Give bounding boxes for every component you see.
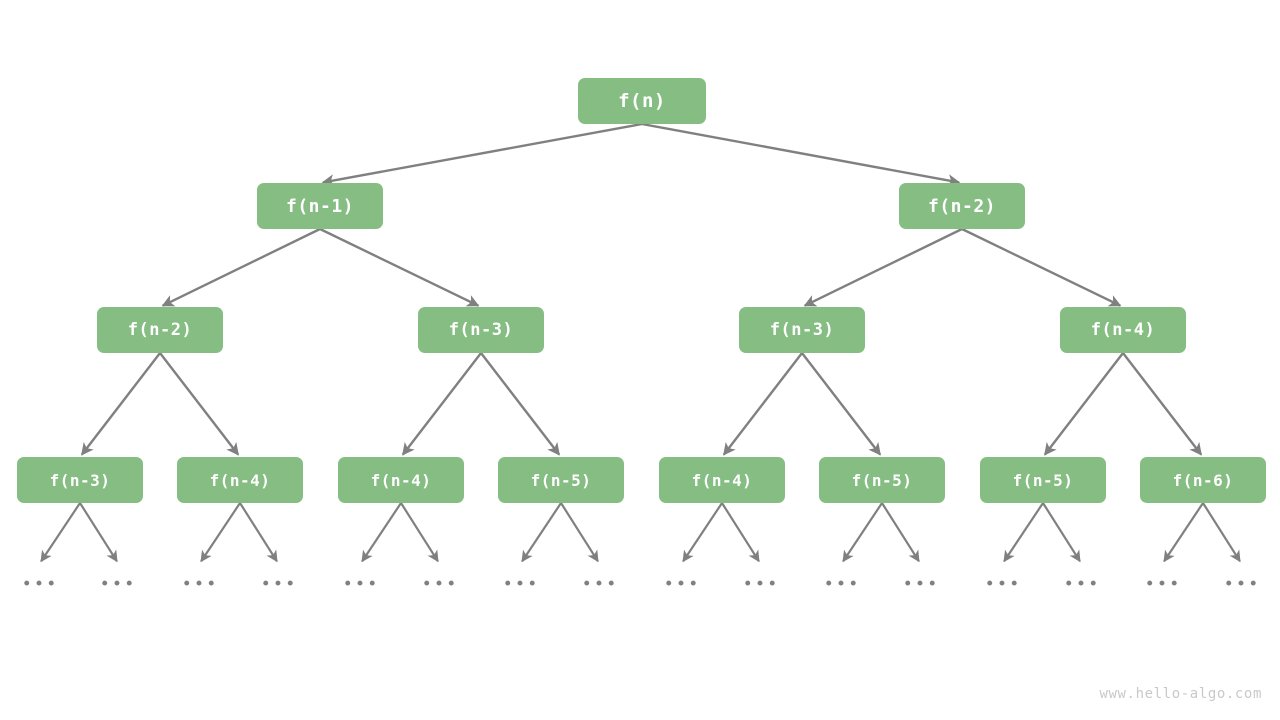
tree-node-n9: f(n-4)	[338, 457, 464, 503]
tree-stub-edge-n7-1	[79, 502, 118, 563]
tree-stub-edge-n14-14	[1163, 502, 1204, 563]
tree-stub-edge-n13-12	[1003, 502, 1044, 563]
tree-node-label: f(n)	[618, 90, 666, 112]
ellipsis-label: •••	[21, 574, 59, 595]
tree-edge-n5-to-n12	[801, 352, 882, 456]
ellipsis-label: •••	[421, 574, 459, 595]
tree-node-label: f(n-5)	[1012, 470, 1074, 490]
tree-edge-n0-to-n2	[641, 122, 961, 187]
tree-edge-n2-to-n5	[803, 227, 963, 307]
tree-node-n14: f(n-6)	[1140, 457, 1266, 503]
tree-stub-edge-n9-5	[400, 502, 439, 563]
tree-edge-n4-to-n10	[480, 352, 561, 456]
tree-stub-edge-n7-0	[40, 502, 81, 563]
tree-node-n1: f(n-1)	[257, 183, 383, 229]
tree-stub-edge-n10-7	[560, 502, 599, 563]
tree-edge-n2-to-n6	[961, 227, 1122, 307]
tree-stub-edge-n8-3	[239, 502, 278, 563]
ellipsis-label: •••	[823, 574, 861, 595]
tree-edge-n3-to-n8	[159, 352, 240, 456]
tree-node-label: f(n-4)	[209, 470, 271, 490]
tree-node-label: f(n-4)	[691, 470, 753, 490]
tree-node-label: f(n-1)	[285, 195, 355, 217]
tree-node-label: f(n-6)	[1172, 470, 1234, 490]
tree-node-label: f(n-4)	[370, 470, 432, 490]
tree-node-n6: f(n-4)	[1060, 307, 1186, 353]
tree-stub-edge-n11-9	[721, 502, 760, 563]
tree-edge-n6-to-n13	[1043, 352, 1124, 456]
ellipsis-label: •••	[742, 574, 780, 595]
ellipsis-label: •••	[1063, 574, 1101, 595]
tree-edge-n4-to-n9	[401, 352, 482, 456]
tree-node-n12: f(n-5)	[819, 457, 945, 503]
tree-stub-edge-n13-13	[1042, 502, 1081, 563]
tree-stub-edge-n8-2	[200, 502, 241, 563]
tree-node-n2: f(n-2)	[899, 183, 1025, 229]
tree-edge-n5-to-n11	[722, 352, 803, 456]
ellipsis-label: •••	[1144, 574, 1182, 595]
ellipsis-label: •••	[984, 574, 1022, 595]
tree-node-label: f(n-2)	[927, 195, 997, 217]
tree-edge-n0-to-n1	[321, 122, 643, 187]
tree-stub-edge-n11-8	[682, 502, 723, 563]
tree-node-n11: f(n-4)	[659, 457, 785, 503]
tree-edge-n1-to-n3	[161, 227, 321, 307]
tree-stub-edge-n10-6	[521, 502, 562, 563]
tree-node-n5: f(n-3)	[739, 307, 865, 353]
tree-stub-edge-n9-4	[361, 502, 402, 563]
tree-node-label: f(n-3)	[49, 470, 111, 490]
tree-node-label: f(n-4)	[1090, 320, 1156, 340]
ellipsis-label: •••	[1223, 574, 1261, 595]
tree-edge-n1-to-n4	[319, 227, 480, 307]
tree-node-label: f(n-3)	[769, 320, 835, 340]
tree-edges	[80, 122, 1203, 456]
tree-node-n4: f(n-3)	[418, 307, 544, 353]
ellipsis-label: •••	[342, 574, 380, 595]
tree-leaf-stub-edges	[40, 502, 1241, 563]
ellipsis-label: •••	[502, 574, 540, 595]
tree-node-n13: f(n-5)	[980, 457, 1106, 503]
tree-stub-edge-n14-15	[1202, 502, 1241, 563]
tree-edge-n6-to-n14	[1122, 352, 1203, 456]
tree-node-label: f(n-3)	[448, 320, 514, 340]
tree-stub-edge-n12-11	[881, 502, 920, 563]
tree-stub-edge-n12-10	[842, 502, 883, 563]
tree-node-label: f(n-2)	[127, 320, 193, 340]
ellipsis-label: •••	[902, 574, 940, 595]
tree-node-n8: f(n-4)	[177, 457, 303, 503]
ellipsis-label: •••	[260, 574, 298, 595]
watermark: www.hello-algo.com	[1099, 686, 1262, 702]
ellipsis-label: •••	[581, 574, 619, 595]
tree-node-n0: f(n)	[578, 78, 706, 124]
tree-node-label: f(n-5)	[851, 470, 913, 490]
ellipsis-label: •••	[663, 574, 701, 595]
tree-node-label: f(n-5)	[530, 470, 592, 490]
tree-edge-n3-to-n7	[80, 352, 161, 456]
tree-node-n10: f(n-5)	[498, 457, 624, 503]
tree-node-n3: f(n-2)	[97, 307, 223, 353]
ellipsis-label: •••	[181, 574, 219, 595]
ellipsis-label: •••	[99, 574, 137, 595]
tree-node-n7: f(n-3)	[17, 457, 143, 503]
